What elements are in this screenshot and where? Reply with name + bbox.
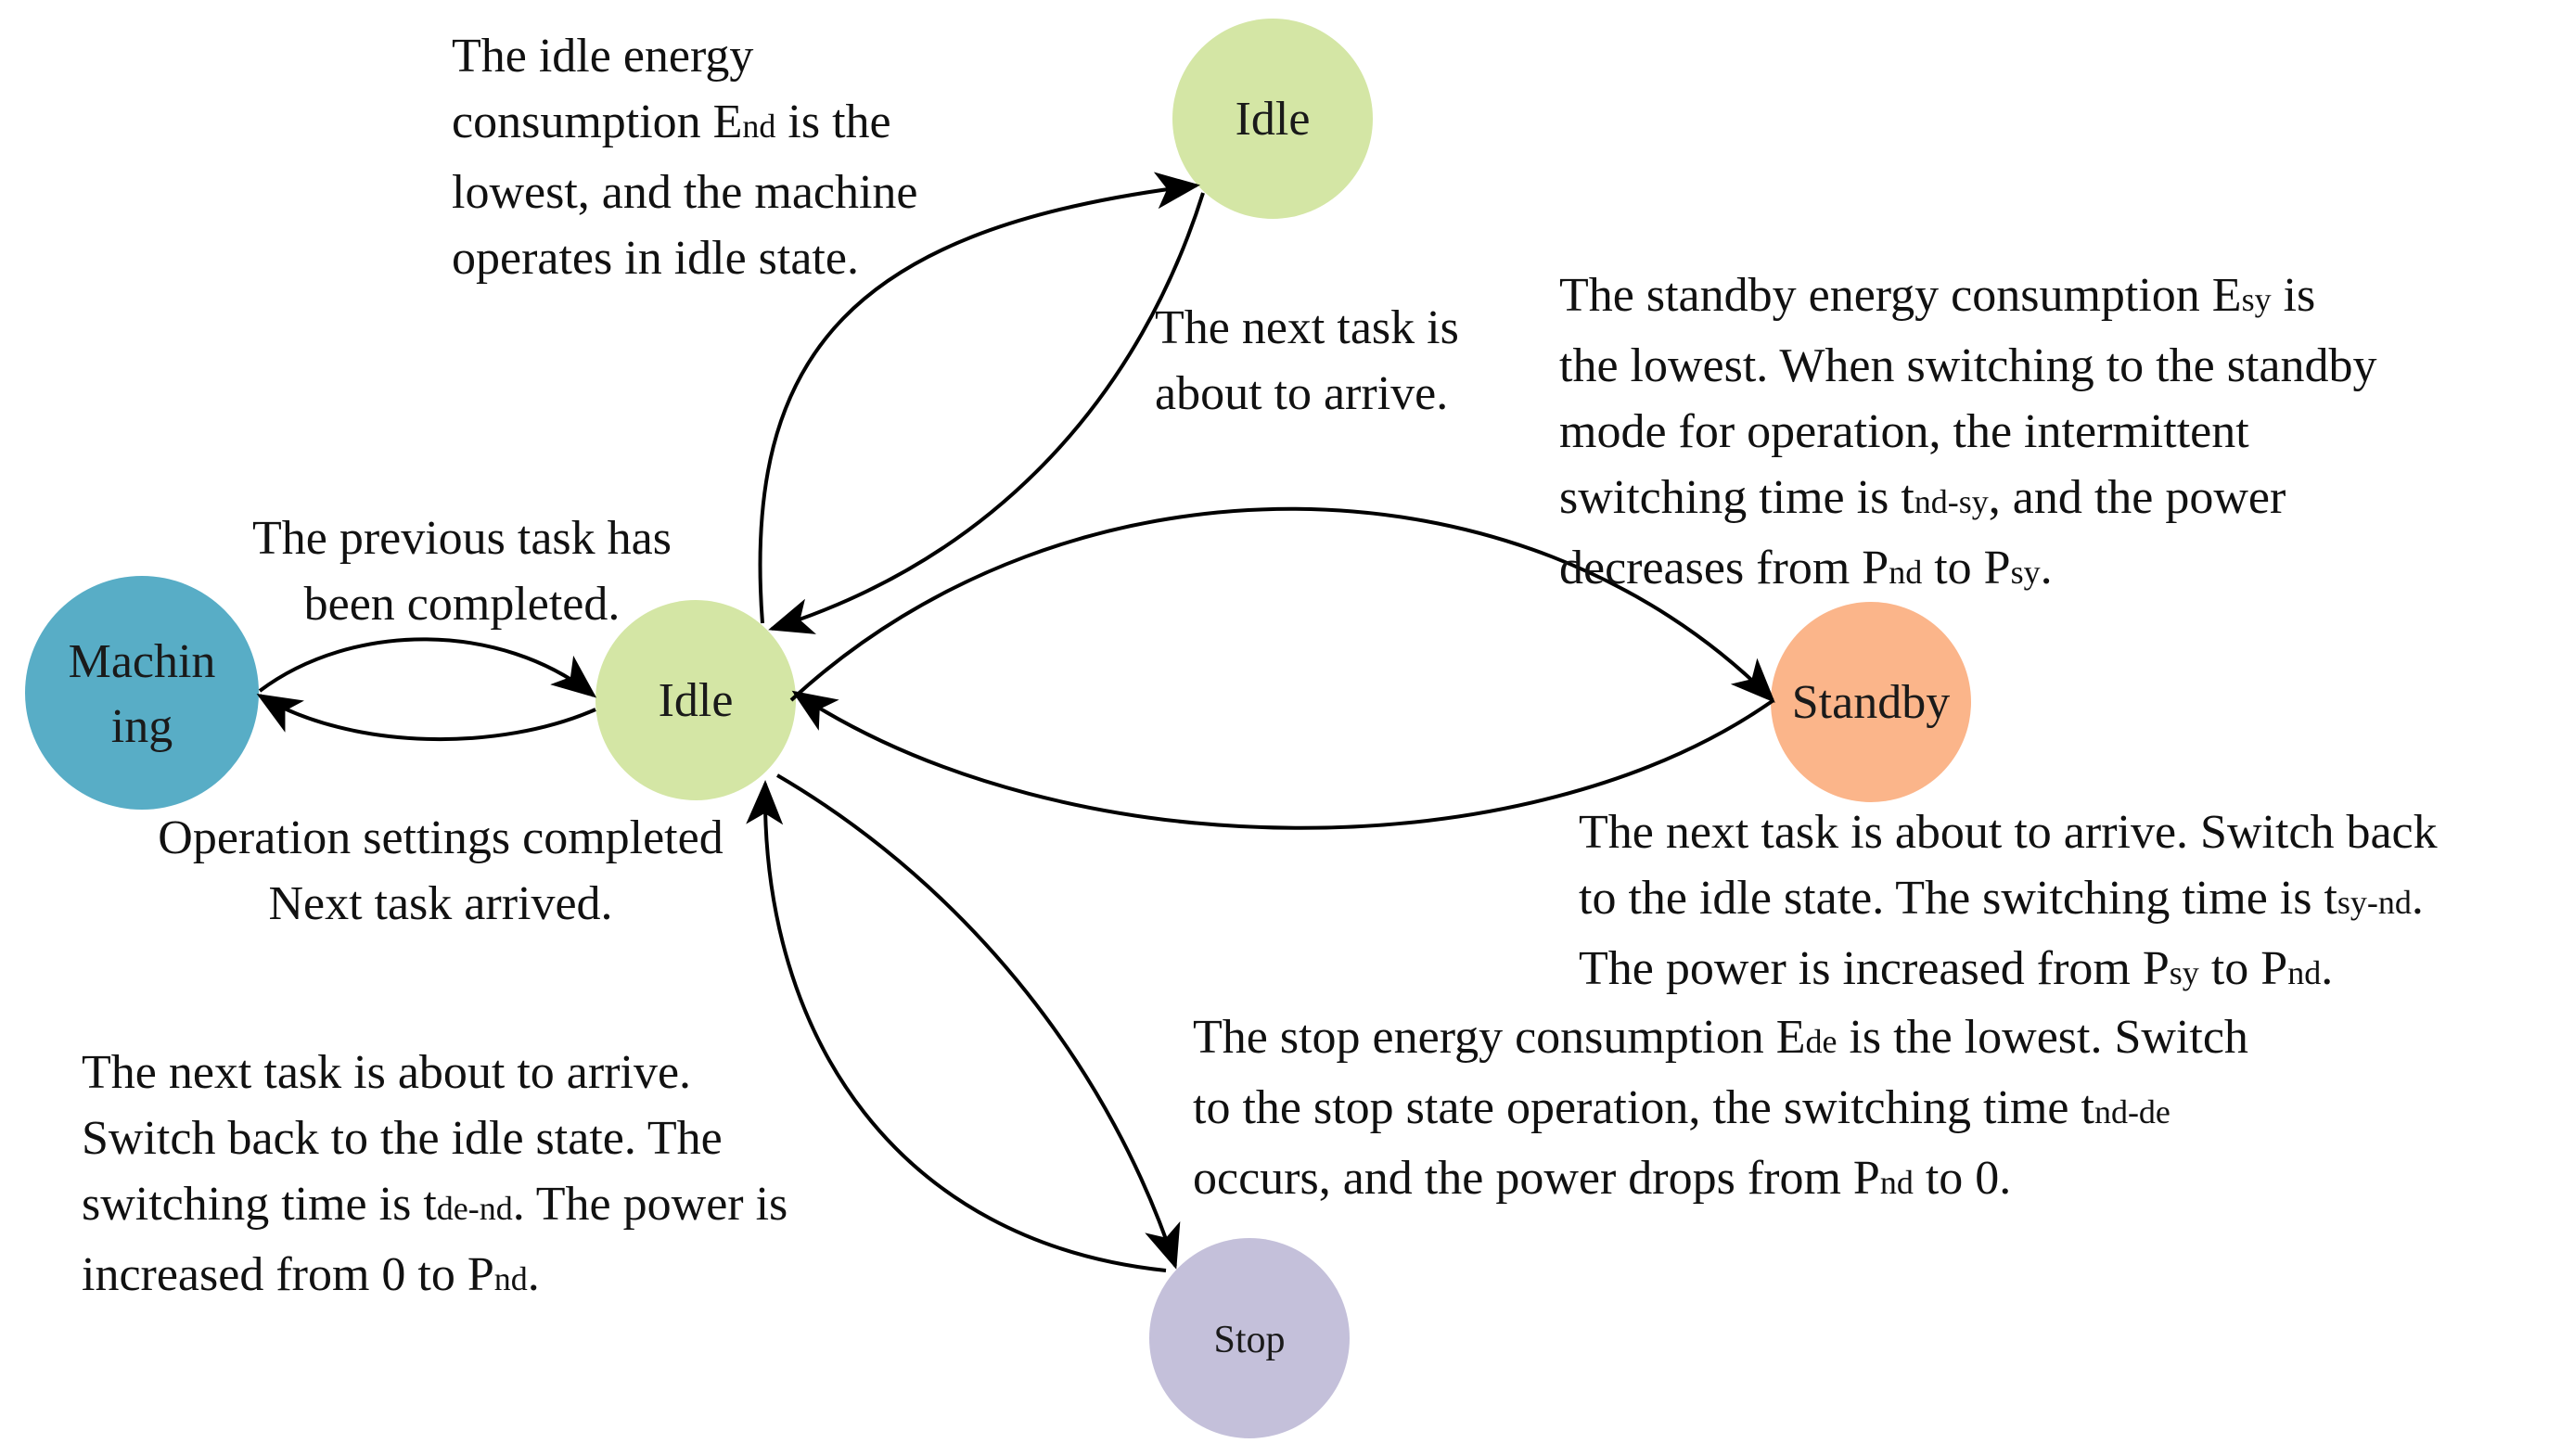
note-line: switching time is tnd-sy, and the power	[1559, 471, 2286, 524]
note-line: The standby energy consumption Esy is	[1559, 269, 2316, 322]
idle-center-node	[595, 600, 796, 800]
note-line: about to arrive.	[1155, 367, 1449, 420]
arrow-idle-to-machining	[256, 693, 596, 742]
note-line: The next task is	[1155, 301, 1459, 354]
stop-node	[1149, 1238, 1350, 1438]
note-line: Operation settings completed	[158, 811, 723, 864]
note-line: mode for operation, the intermittent	[1559, 405, 2249, 458]
note-line: The previous task has	[251, 512, 672, 565]
operation-settings-note: Operation settings completed Next task a…	[121, 805, 761, 937]
idle-top-node	[1172, 19, 1373, 219]
arrow-machining-to-idle	[258, 637, 597, 698]
stop-label: Stop	[1213, 1319, 1285, 1361]
arrow-idle-to-standby	[789, 506, 1775, 703]
arrow-stop-to-idle	[746, 780, 1167, 1272]
note-line: consumption End is the	[452, 96, 891, 148]
arrow-standby-to-idle	[791, 690, 1775, 830]
note-line: to the stop state operation, the switchi…	[1193, 1081, 2170, 1134]
note-line: to the idle state. The switching time is…	[1579, 872, 2424, 925]
note-line: The stop energy consumption Ede is the l…	[1193, 1011, 2248, 1064]
standby-out-note: The next task is about to arrive. Switch…	[1579, 799, 2438, 1006]
previous-task-note: The previous task has been completed.	[221, 505, 703, 637]
note-line: The power is increased from Psy to Pnd.	[1579, 942, 2334, 995]
note-line: the lowest. When switching to the standb…	[1559, 339, 2377, 392]
note-line: The next task is about to arrive.	[82, 1046, 692, 1099]
arrow-idle-to-idle-top	[758, 172, 1200, 624]
note-line: operates in idle state.	[452, 232, 859, 285]
note-line: decreases from Pnd to Psy.	[1559, 542, 2053, 594]
note-line: The idle energy	[452, 30, 754, 83]
stop-in-note: The stop energy consumption Ede is the l…	[1193, 1004, 2248, 1216]
note-line: Next task arrived.	[268, 877, 613, 930]
arrow-idle-top-to-idle	[768, 192, 1205, 634]
arrow-idle-to-stop	[775, 773, 1181, 1270]
note-line: lowest, and the machine	[452, 166, 918, 219]
idle-top-note: The idle energy consumption End is the l…	[452, 23, 918, 291]
idle-top-label: Idle	[1236, 93, 1311, 146]
standby-label: Standby	[1792, 676, 1950, 729]
note-line: increased from 0 to Pnd.	[82, 1248, 540, 1301]
next-task-top-note: The next task is about to arrive.	[1155, 295, 1459, 427]
machining-label-line1: Machin	[69, 635, 216, 688]
note-line: occurs, and the power drops from Pnd to …	[1193, 1152, 2012, 1205]
machining-label-line2: ing	[111, 700, 173, 753]
note-line: The next task is about to arrive. Switch…	[1579, 806, 2438, 859]
idle-center-label: Idle	[659, 674, 734, 727]
stop-out-note: The next task is about to arrive. Switch…	[82, 1040, 788, 1312]
standby-in-note: The standby energy consumption Esy is th…	[1559, 262, 2376, 606]
note-line: been completed.	[303, 578, 621, 631]
standby-node	[1771, 602, 1971, 802]
machining-node	[25, 576, 259, 810]
note-line: Switch back to the idle state. The	[82, 1112, 723, 1165]
note-line: switching time is tde-nd. The power is	[82, 1178, 788, 1231]
